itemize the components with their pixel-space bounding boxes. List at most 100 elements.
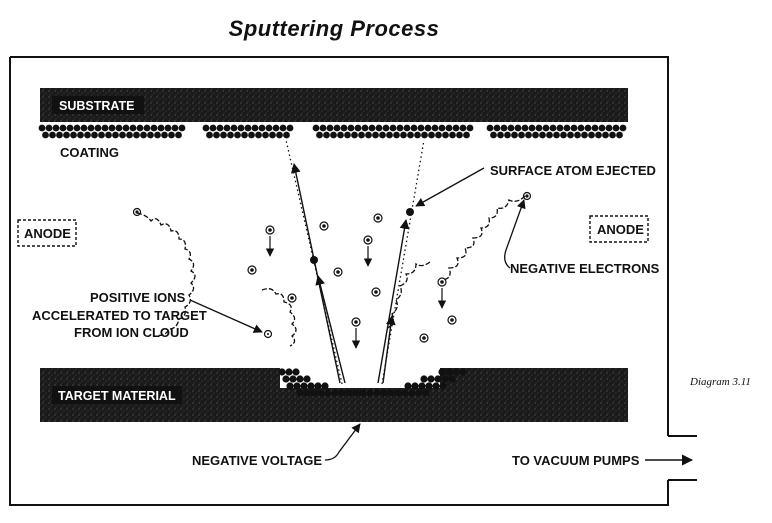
coating-atom (319, 124, 327, 132)
coating-atom (428, 131, 435, 139)
coating-atom (584, 124, 592, 132)
positive-ion-core (422, 336, 426, 340)
substrate-label-box (52, 96, 144, 114)
coating-atom (119, 131, 126, 139)
coating-atom (227, 131, 234, 139)
coating-atom (347, 124, 355, 132)
target-label-box (52, 386, 182, 404)
coating-atom (619, 124, 627, 132)
coating-atom (262, 131, 269, 139)
coating-atom (80, 124, 88, 132)
target-atom (345, 389, 353, 397)
coating-atom (539, 131, 546, 139)
coating-atom (213, 131, 220, 139)
positive-ions (247, 213, 457, 349)
target-atom (427, 375, 435, 383)
target-atom (352, 389, 360, 397)
negative-voltage-label: NEGATIVE VOLTAGE (192, 453, 322, 468)
target-atom (331, 389, 339, 397)
target-atom (366, 389, 374, 397)
target-atom (387, 389, 395, 397)
target-atom (439, 382, 447, 390)
positive-ion-core (250, 268, 254, 272)
diagram-title: Sputtering Process (228, 16, 440, 41)
positive-ion-core (354, 320, 358, 324)
coating-atom (410, 124, 418, 132)
coating-atom (518, 131, 525, 139)
anode-left-label: ANODE (24, 226, 71, 241)
coating-layer (38, 124, 627, 139)
positive-ion (373, 213, 383, 223)
positive-ion-core (336, 270, 340, 274)
target-atom (314, 382, 322, 390)
coating-atom (525, 131, 532, 139)
coating-atom (333, 124, 341, 132)
target-atom (411, 382, 419, 390)
positive-ion-core (374, 290, 378, 294)
coating-atom (567, 131, 574, 139)
anode-right-label: ANODE (597, 222, 644, 237)
coating-atom (171, 124, 179, 132)
coating-atom (150, 124, 158, 132)
target-atom (303, 375, 311, 383)
coating-atom (175, 131, 182, 139)
coating-atom (126, 131, 133, 139)
coating-atom (553, 131, 560, 139)
coating-atom (400, 131, 407, 139)
coating-atom (206, 131, 213, 139)
target-atom (404, 382, 412, 390)
coating-atom (595, 131, 602, 139)
target-atom (420, 375, 428, 383)
ejected-atom (406, 208, 414, 216)
positive-ion (371, 287, 381, 297)
coating-atom (504, 131, 511, 139)
positive-ions-label-3: FROM ION CLOUD (74, 325, 189, 340)
coating-label: COATING (60, 145, 119, 160)
coating-atom (220, 131, 227, 139)
target-atom (317, 389, 325, 397)
coating-atom (330, 131, 337, 139)
coating-atom (98, 131, 105, 139)
target-atom (300, 382, 308, 390)
coating-atom (251, 124, 259, 132)
coating-atom (237, 124, 245, 132)
coating-atom (368, 124, 376, 132)
coating-atom (521, 124, 529, 132)
positive-ion (319, 221, 329, 231)
coating-atom (326, 124, 334, 132)
coating-atom (129, 124, 137, 132)
coating-atom (563, 124, 571, 132)
coating-atom (312, 124, 320, 132)
coating-atom (316, 131, 323, 139)
coating-atom (463, 131, 470, 139)
coating-atom (161, 131, 168, 139)
positive-ion (447, 315, 457, 325)
target-atom (292, 368, 300, 376)
anode-left-box (17, 219, 77, 247)
coating-atom (591, 124, 599, 132)
target-atom (321, 382, 329, 390)
coating-atom (616, 131, 623, 139)
coating-atom (500, 124, 508, 132)
coating-atom (154, 131, 161, 139)
positive-ion (333, 267, 343, 277)
coating-atom (108, 124, 116, 132)
target-atoms (278, 368, 467, 397)
coating-atom (424, 124, 432, 132)
coating-atom (577, 124, 585, 132)
target-atom (434, 375, 442, 383)
positive-ion-core (376, 216, 380, 220)
coating-atom (442, 131, 449, 139)
coating-atom (407, 131, 414, 139)
target-plate-right (440, 368, 628, 422)
coating-atom (91, 131, 98, 139)
target-atom (441, 375, 449, 383)
coating-atom (386, 131, 393, 139)
coating-atom (140, 131, 147, 139)
coating-atom (209, 124, 217, 132)
coating-atom (466, 124, 474, 132)
coating-atom (38, 124, 46, 132)
coating-atom (570, 124, 578, 132)
coating-atom (546, 131, 553, 139)
positive-ions-label-1: POSITIVE IONS (90, 290, 186, 305)
